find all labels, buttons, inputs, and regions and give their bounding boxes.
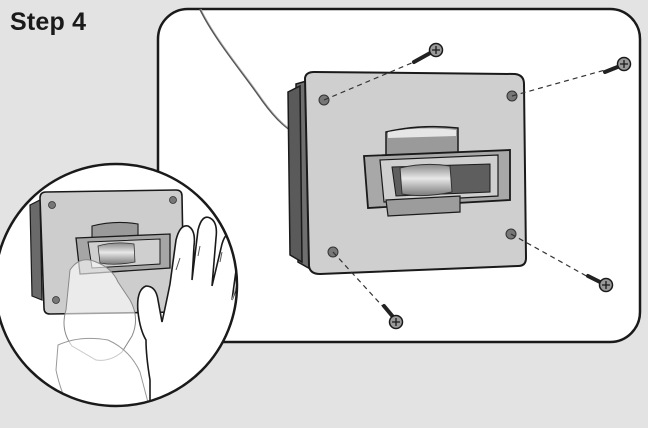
- motion-sensor: [288, 72, 526, 274]
